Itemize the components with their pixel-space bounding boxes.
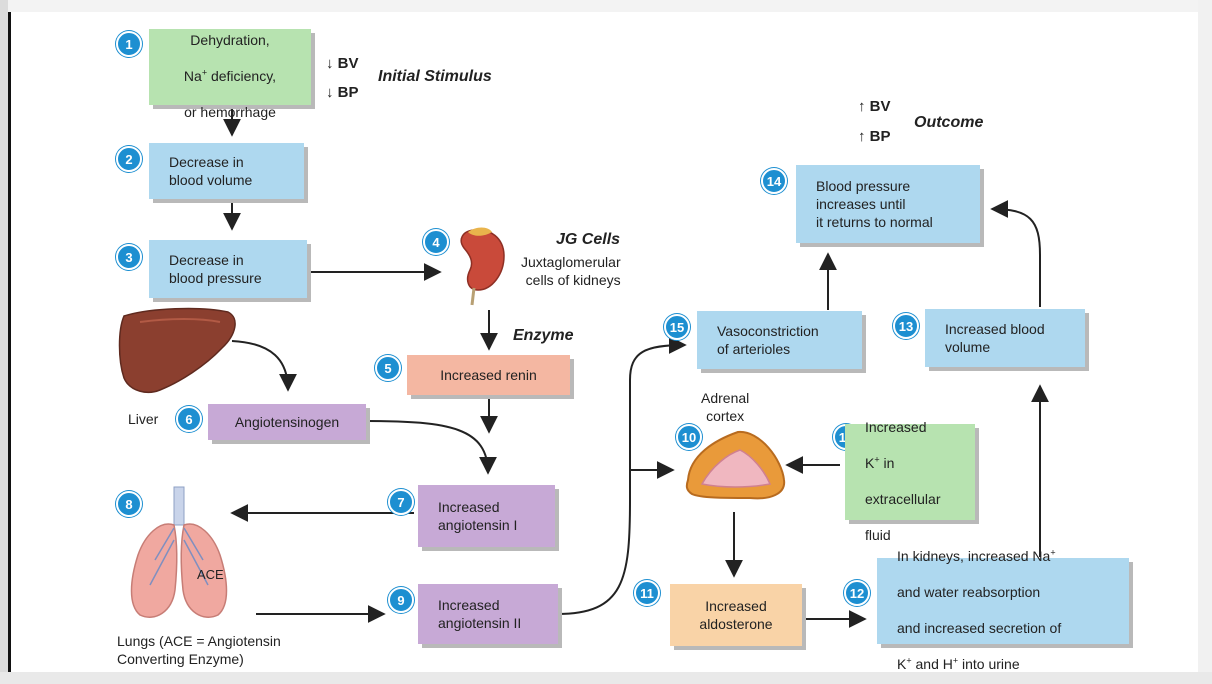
step-12-line1: In kidneys, increased Na bbox=[897, 548, 1051, 564]
step-16-k-charge: + bbox=[874, 454, 880, 465]
step-3-badge: 3 bbox=[116, 244, 142, 270]
step-16-line3: extracellular bbox=[865, 491, 941, 507]
step-12-k: K bbox=[897, 656, 907, 672]
step-15-vasoconstriction-box: Vasoconstriction of arterioles bbox=[697, 311, 862, 369]
step-16-in: in bbox=[879, 455, 895, 471]
step-7-badge: 7 bbox=[388, 489, 414, 515]
lungs-caption: Lungs (ACE = Angiotensin Converting Enzy… bbox=[117, 633, 281, 667]
window-left-bar bbox=[0, 0, 8, 684]
step-15-badge: 15 bbox=[664, 314, 690, 340]
arrow-13-to-14 bbox=[990, 200, 1041, 307]
bp-decrease-label: ↓ BP bbox=[326, 84, 359, 101]
liver-label: Liver bbox=[128, 411, 159, 427]
step-12-and-h: and H bbox=[911, 656, 953, 672]
outcome-label: Outcome bbox=[914, 114, 984, 131]
step-12-into-urine: into urine bbox=[958, 656, 1020, 672]
step-12-badge: 12 bbox=[844, 580, 870, 606]
step-1-line1: Dehydration, bbox=[190, 32, 270, 48]
step-1-na-charge: + bbox=[201, 67, 208, 78]
step-7-angiotensin-1-box: Increased angiotensin I bbox=[418, 485, 555, 547]
lungs-icon bbox=[130, 486, 228, 618]
adrenal-cortex-label: Adrenal cortex bbox=[701, 390, 750, 424]
jg-cells-description: Juxtaglomerular cells of kidneys bbox=[521, 254, 621, 288]
arrow-liver-to-6 bbox=[231, 340, 297, 392]
step-14-badge: 14 bbox=[761, 168, 787, 194]
window-bottom-bar bbox=[0, 672, 1212, 684]
bv-increase-label: ↑ BV bbox=[858, 98, 891, 115]
window-right-bar bbox=[1198, 0, 1212, 684]
step-5-badge: 5 bbox=[375, 355, 401, 381]
arrow-9-to-15 bbox=[556, 336, 687, 615]
step-12-na-charge: + bbox=[1050, 547, 1056, 558]
step-6-badge: 6 bbox=[176, 406, 202, 432]
window-top-bar bbox=[0, 0, 1212, 12]
bp-increase-label: ↑ BP bbox=[858, 128, 891, 145]
step-1-line3: or hemorrhage bbox=[184, 104, 276, 120]
bv-decrease-label: ↓ BV bbox=[326, 55, 359, 72]
step-12-line2: and water reabsorption bbox=[897, 584, 1041, 600]
step-12-h-charge: + bbox=[952, 655, 959, 666]
step-6-angiotensinogen-box: Angiotensinogen bbox=[208, 404, 366, 440]
step-11-badge: 11 bbox=[634, 580, 660, 606]
step-12-k-charge: + bbox=[906, 655, 912, 666]
step-1-stimulus-box: Dehydration, Na+ deficiency, or hemorrha… bbox=[149, 29, 311, 120]
liver-icon bbox=[118, 307, 236, 393]
step-12-line3: and increased secretion of bbox=[897, 620, 1062, 636]
step-13-blood-volume-box: Increased blood volume bbox=[925, 309, 1085, 367]
step-11-aldosterone-box: Increased aldosterone bbox=[670, 584, 802, 646]
step-1-deficiency: deficiency, bbox=[207, 68, 277, 84]
step-9-badge: 9 bbox=[388, 587, 414, 613]
step-12-kidney-box: In kidneys, increased Na+ and water reab… bbox=[877, 548, 1129, 672]
step-16-line1: Increased bbox=[865, 419, 927, 435]
step-3-box: Decrease in blood pressure bbox=[149, 240, 307, 298]
step-16-line4: fluid bbox=[865, 527, 891, 543]
step-14-blood-pressure-box: Blood pressure increases until it return… bbox=[796, 165, 980, 243]
initial-stimulus-label: Initial Stimulus bbox=[378, 68, 492, 85]
ace-label: ACE bbox=[197, 567, 224, 582]
step-5-renin-box: Increased renin bbox=[407, 355, 570, 395]
kidney-icon bbox=[460, 227, 505, 306]
jg-cells-title: JG Cells bbox=[556, 231, 621, 248]
step-16-k: K bbox=[865, 455, 875, 471]
arrow-6-to-7 bbox=[365, 420, 497, 475]
step-1-badge: 1 bbox=[116, 31, 142, 57]
step-4-badge: 4 bbox=[423, 229, 449, 255]
step-8-badge: 8 bbox=[116, 491, 142, 517]
adrenal-cortex-icon bbox=[685, 430, 786, 500]
step-9-angiotensin-2-box: Increased angiotensin II bbox=[418, 584, 558, 644]
step-16-potassium-box: Increased K+ in extracellular fluid bbox=[845, 419, 975, 543]
step-1-na: Na bbox=[183, 68, 202, 84]
enzyme-label: Enzyme bbox=[513, 327, 574, 344]
step-2-badge: 2 bbox=[116, 146, 142, 172]
window-left-edge bbox=[8, 12, 11, 684]
step-2-box: Decrease in blood volume bbox=[149, 143, 304, 199]
step-10-badge: 10 bbox=[676, 424, 702, 450]
step-13-badge: 13 bbox=[893, 313, 919, 339]
